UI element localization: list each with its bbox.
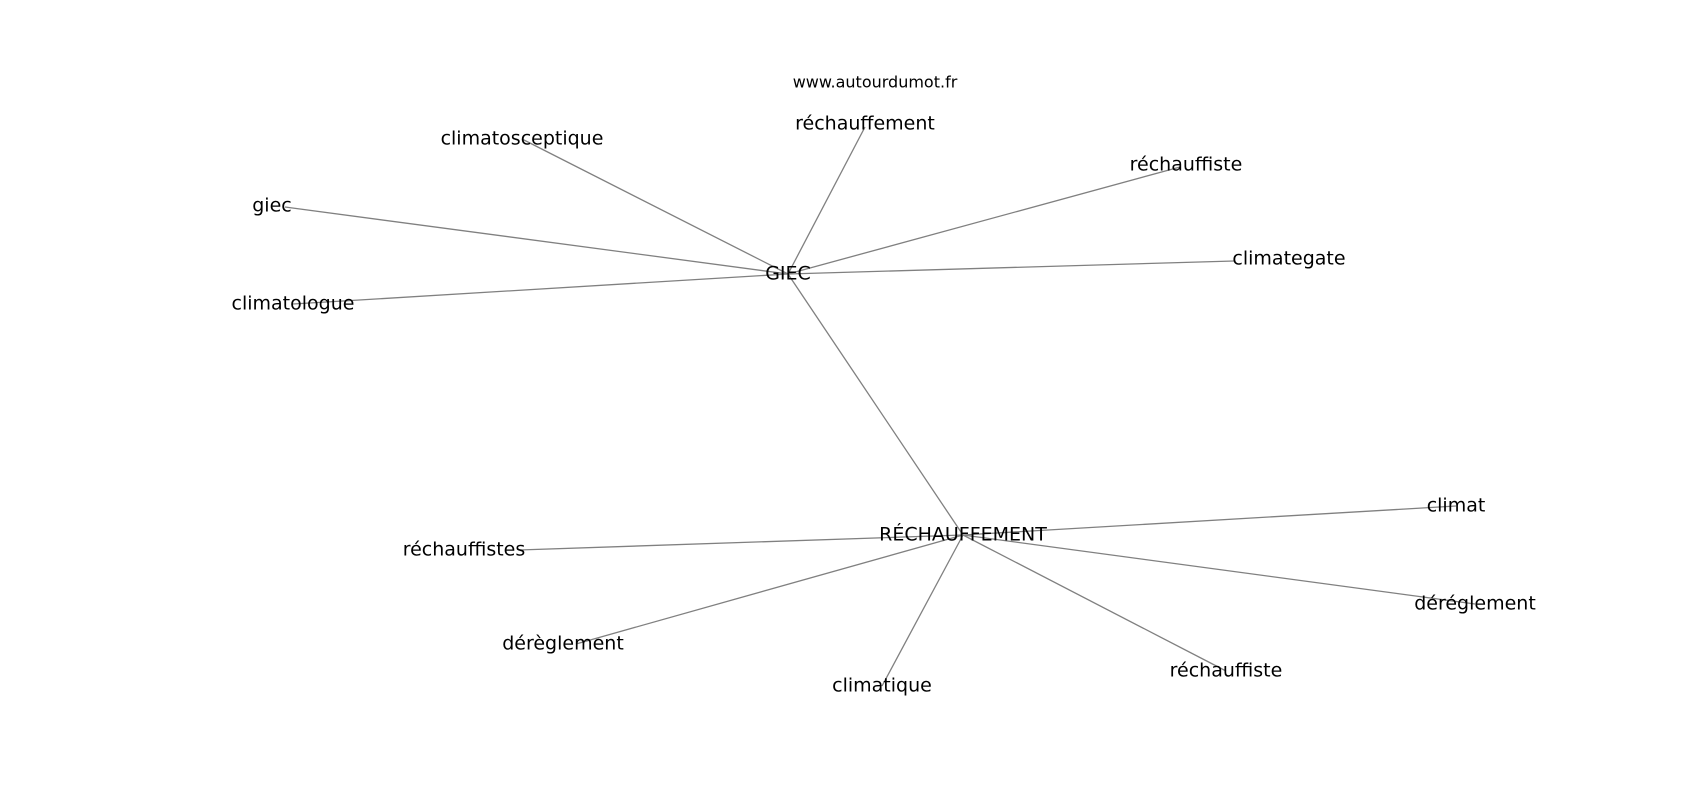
edge-giec-4 — [284, 206, 789, 275]
edge-rechauffement-4 — [881, 534, 964, 687]
edge-rechauffement-1 — [575, 534, 964, 645]
edge-rechauffement-3 — [518, 534, 964, 551]
edge-rechauffement-0 — [962, 505, 1457, 536]
hub-node-rechauffement[interactable]: RÉCHAUFFEMENT — [879, 523, 1047, 546]
word-node[interactable]: climatologue — [232, 293, 355, 315]
word-node[interactable]: climatique — [832, 675, 932, 697]
edge-giec-rechauffement — [787, 273, 964, 536]
word-node[interactable]: déréglement — [1414, 593, 1536, 615]
edge-giec-0 — [787, 126, 866, 275]
word-node[interactable]: giec — [252, 195, 291, 217]
edges-layer — [284, 126, 1476, 687]
site-watermark: www.autourdumot.fr — [793, 73, 958, 92]
edge-rechauffement-5 — [962, 534, 1227, 672]
edge-rechauffement-2 — [962, 534, 1476, 605]
word-node[interactable]: climatosceptique — [441, 128, 604, 150]
word-node[interactable]: réchauffiste — [1170, 660, 1283, 682]
edge-giec-3 — [521, 138, 789, 275]
edge-giec-5 — [292, 273, 789, 305]
labels-layer: GIEC réchauffement réchauffiste climategate… — [232, 113, 1536, 697]
word-node[interactable]: réchauffistes — [403, 539, 526, 561]
word-node[interactable]: réchauffement — [795, 113, 935, 135]
word-node[interactable]: climat — [1427, 495, 1486, 517]
hub-node-giec[interactable]: GIEC — [765, 263, 811, 285]
word-node[interactable]: dérèglement — [502, 633, 624, 655]
word-node[interactable]: réchauffiste — [1130, 154, 1243, 176]
edge-giec-2 — [787, 260, 1235, 275]
edge-giec-1 — [787, 166, 1181, 275]
word-node[interactable]: climategate — [1232, 248, 1345, 270]
